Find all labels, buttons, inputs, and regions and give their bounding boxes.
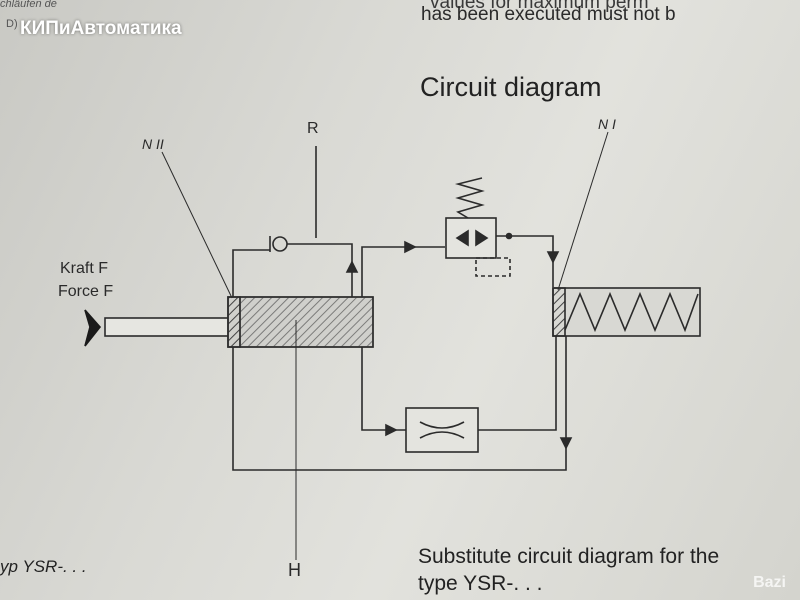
arrow-right-2 [385,423,398,437]
top-left-fragment: chläufen de [0,0,57,10]
top-line-right [287,243,353,297]
check-valve-icon [272,236,288,252]
spring-zigzag [454,177,485,219]
arrow-right-1 [404,240,417,254]
line-to-throttle [361,347,406,431]
diagram-title: Circuit diagram [420,72,602,102]
label-r: R [307,120,319,137]
top-line-left [232,249,270,297]
line-throttle-out [478,336,557,431]
top-right-fragment-1: values for maximum perm [430,0,649,13]
label-n-i: N I [598,116,616,132]
throttle-body [405,407,479,453]
spring-coil [564,291,699,333]
logo: Bazi [753,574,786,591]
line-to-valve [361,246,445,297]
valve-triangle-left [455,229,469,247]
watermark-text: КИПиАвтоматика [20,18,182,39]
throttle-curve-bottom [419,431,465,439]
line-valve-out [496,235,554,287]
pressure-valve-body [445,217,497,259]
label-n-ii: N II [142,136,164,152]
top-right-fragment-2: has been executed must not b [421,4,676,25]
substitute-caption-2: type YSR-. . . [418,572,543,595]
valve-pilot-dashed [475,257,511,277]
top-left-fragment-2: D) [6,18,18,30]
substitute-caption-1: Substitute circuit diagram for the [418,545,720,568]
throttle-curve-top [419,421,465,429]
arrow-up [345,260,359,273]
label-kraft: Kraft F [60,260,109,277]
leader-n-ii [161,151,233,299]
valve-triangle-right [475,229,489,247]
piston-rod [104,317,234,337]
label-h: H [288,560,301,580]
cylinder-piston [227,296,241,348]
return-line [232,336,567,471]
label-force: Force F [58,283,114,300]
leader-n-i [557,131,609,291]
cylinder-fill [239,296,374,348]
bottom-left-fragment: yp YSR-. . . [0,557,87,576]
spring-piston [552,287,566,337]
force-arrow [84,309,102,347]
junction-dot [505,232,513,240]
arrow-down-2 [559,437,573,450]
arrow-down-1 [546,251,560,264]
